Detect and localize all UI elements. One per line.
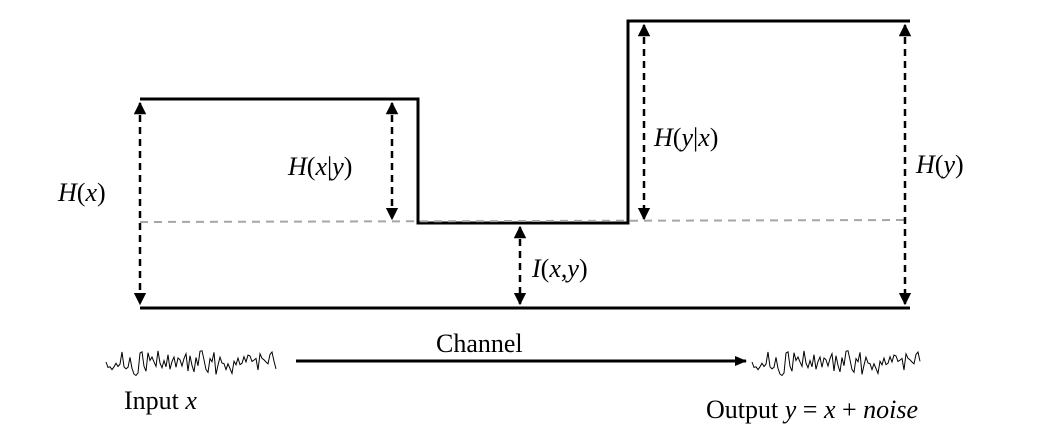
output-noise-waveform xyxy=(751,350,921,377)
hyx-label: H(y|x) xyxy=(653,123,718,152)
output-label: Output y = x + noise xyxy=(706,395,918,424)
entropy-profile-line xyxy=(140,19,910,225)
input-label: Input x xyxy=(124,386,197,415)
hy-label: H(y) xyxy=(915,150,964,179)
hxy-label: H(x|y) xyxy=(287,152,352,181)
channel-label: Channel xyxy=(436,329,523,358)
hx-label: H(x) xyxy=(57,178,106,207)
input-noise-waveform xyxy=(105,350,277,377)
ixy-label: I(x,y) xyxy=(531,254,588,283)
mutual-information-level-line xyxy=(139,219,909,223)
